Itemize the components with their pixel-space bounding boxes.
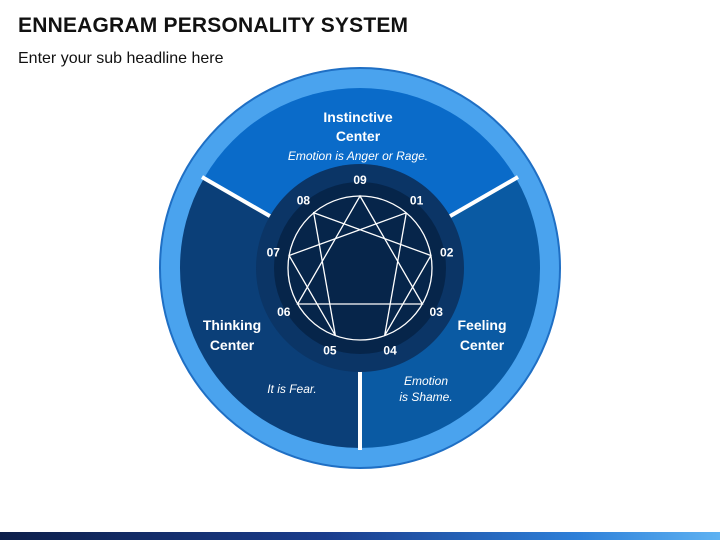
instinctive-note: Emotion is Anger or Rage.: [288, 149, 428, 163]
point-label-07: 07: [267, 246, 281, 260]
feeling-note-line1: Emotion: [404, 374, 448, 388]
bottom-accent-bar: [0, 532, 720, 540]
point-label-05: 05: [323, 344, 337, 358]
thinking-title-line1: Thinking: [203, 317, 261, 333]
feeling-title-line2: Center: [460, 337, 505, 353]
point-label-06: 06: [277, 305, 291, 319]
enneagram-triangle: [296, 194, 424, 305]
point-label-02: 02: [440, 246, 454, 260]
feeling-title-line1: Feeling: [457, 317, 506, 333]
page-subtitle: Enter your sub headline here: [18, 50, 224, 67]
point-label-08: 08: [297, 194, 311, 208]
enneagram-hexad: [288, 211, 432, 337]
thinking-note: It is Fear.: [267, 382, 317, 396]
point-label-09: 09: [353, 173, 367, 187]
instinctive-title-line2: Center: [336, 128, 381, 144]
feeling-note-line2: is Shame.: [399, 390, 452, 404]
enneagram-figure: [287, 194, 433, 341]
point-label-04: 04: [383, 344, 397, 358]
page-title: ENNEAGRAM PERSONALITY SYSTEM: [18, 14, 409, 37]
point-label-03: 03: [430, 305, 444, 319]
inner-core: [274, 182, 446, 354]
thinking-title-line2: Center: [210, 337, 255, 353]
instinctive-title-line1: Instinctive: [323, 109, 392, 125]
point-label-01: 01: [410, 194, 424, 208]
